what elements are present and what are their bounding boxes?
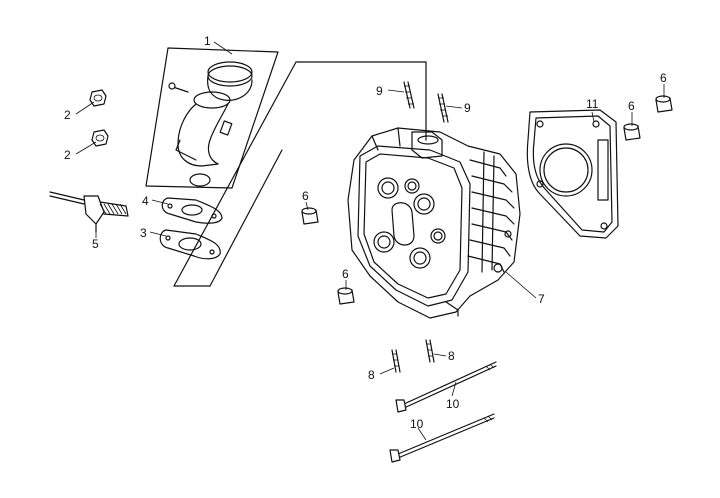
callout-8b: 8 — [448, 349, 455, 363]
callout-8a: 8 — [368, 368, 375, 382]
dowel-pin-6d — [655, 95, 673, 113]
intake-group-frame — [145, 47, 427, 287]
callout-11: 11 — [586, 97, 599, 111]
callout-6b: 6 — [342, 267, 349, 281]
callout-10b: 10 — [410, 417, 424, 431]
callout-6c: 6 — [628, 99, 635, 113]
long-bolt-10b — [389, 413, 495, 463]
callout-6d: 6 — [660, 71, 667, 85]
callout-2b: 2 — [64, 148, 71, 162]
head-gasket-11 — [526, 109, 619, 239]
nut-2-lower — [91, 129, 109, 147]
callout-10a: 10 — [446, 397, 460, 411]
callout-4: 4 — [142, 194, 149, 208]
nut-2-upper — [89, 89, 107, 107]
stud-8b — [425, 339, 435, 363]
callout-5: 5 — [92, 237, 99, 251]
stud-8a — [391, 349, 401, 373]
callout-7: 7 — [538, 292, 545, 306]
callout-9a: 9 — [376, 84, 383, 98]
long-bolt-10a — [395, 361, 497, 413]
insulator-3 — [159, 229, 221, 260]
dowel-pin-6a — [301, 207, 319, 225]
spark-plug-5 — [49, 191, 129, 233]
stud-9b — [437, 93, 449, 123]
callout-1: 1 — [204, 34, 211, 48]
dowel-pin-6c — [623, 123, 641, 141]
stud-9a — [403, 81, 415, 109]
dowel-pin-6b — [337, 287, 355, 305]
leader-lines — [75, 41, 665, 441]
callout-labels: 1 2 2 3 4 5 6 6 6 6 7 8 8 9 9 10 10 11 — [64, 34, 667, 431]
callout-3: 3 — [140, 226, 147, 240]
callout-6a: 6 — [302, 189, 309, 203]
callout-2a: 2 — [64, 108, 71, 122]
cooling-fins — [467, 151, 515, 273]
cylinder-head-7 — [347, 127, 521, 319]
callout-9b: 9 — [464, 101, 471, 115]
intake-manifold — [168, 61, 253, 187]
intake-gasket-4 — [161, 197, 223, 224]
